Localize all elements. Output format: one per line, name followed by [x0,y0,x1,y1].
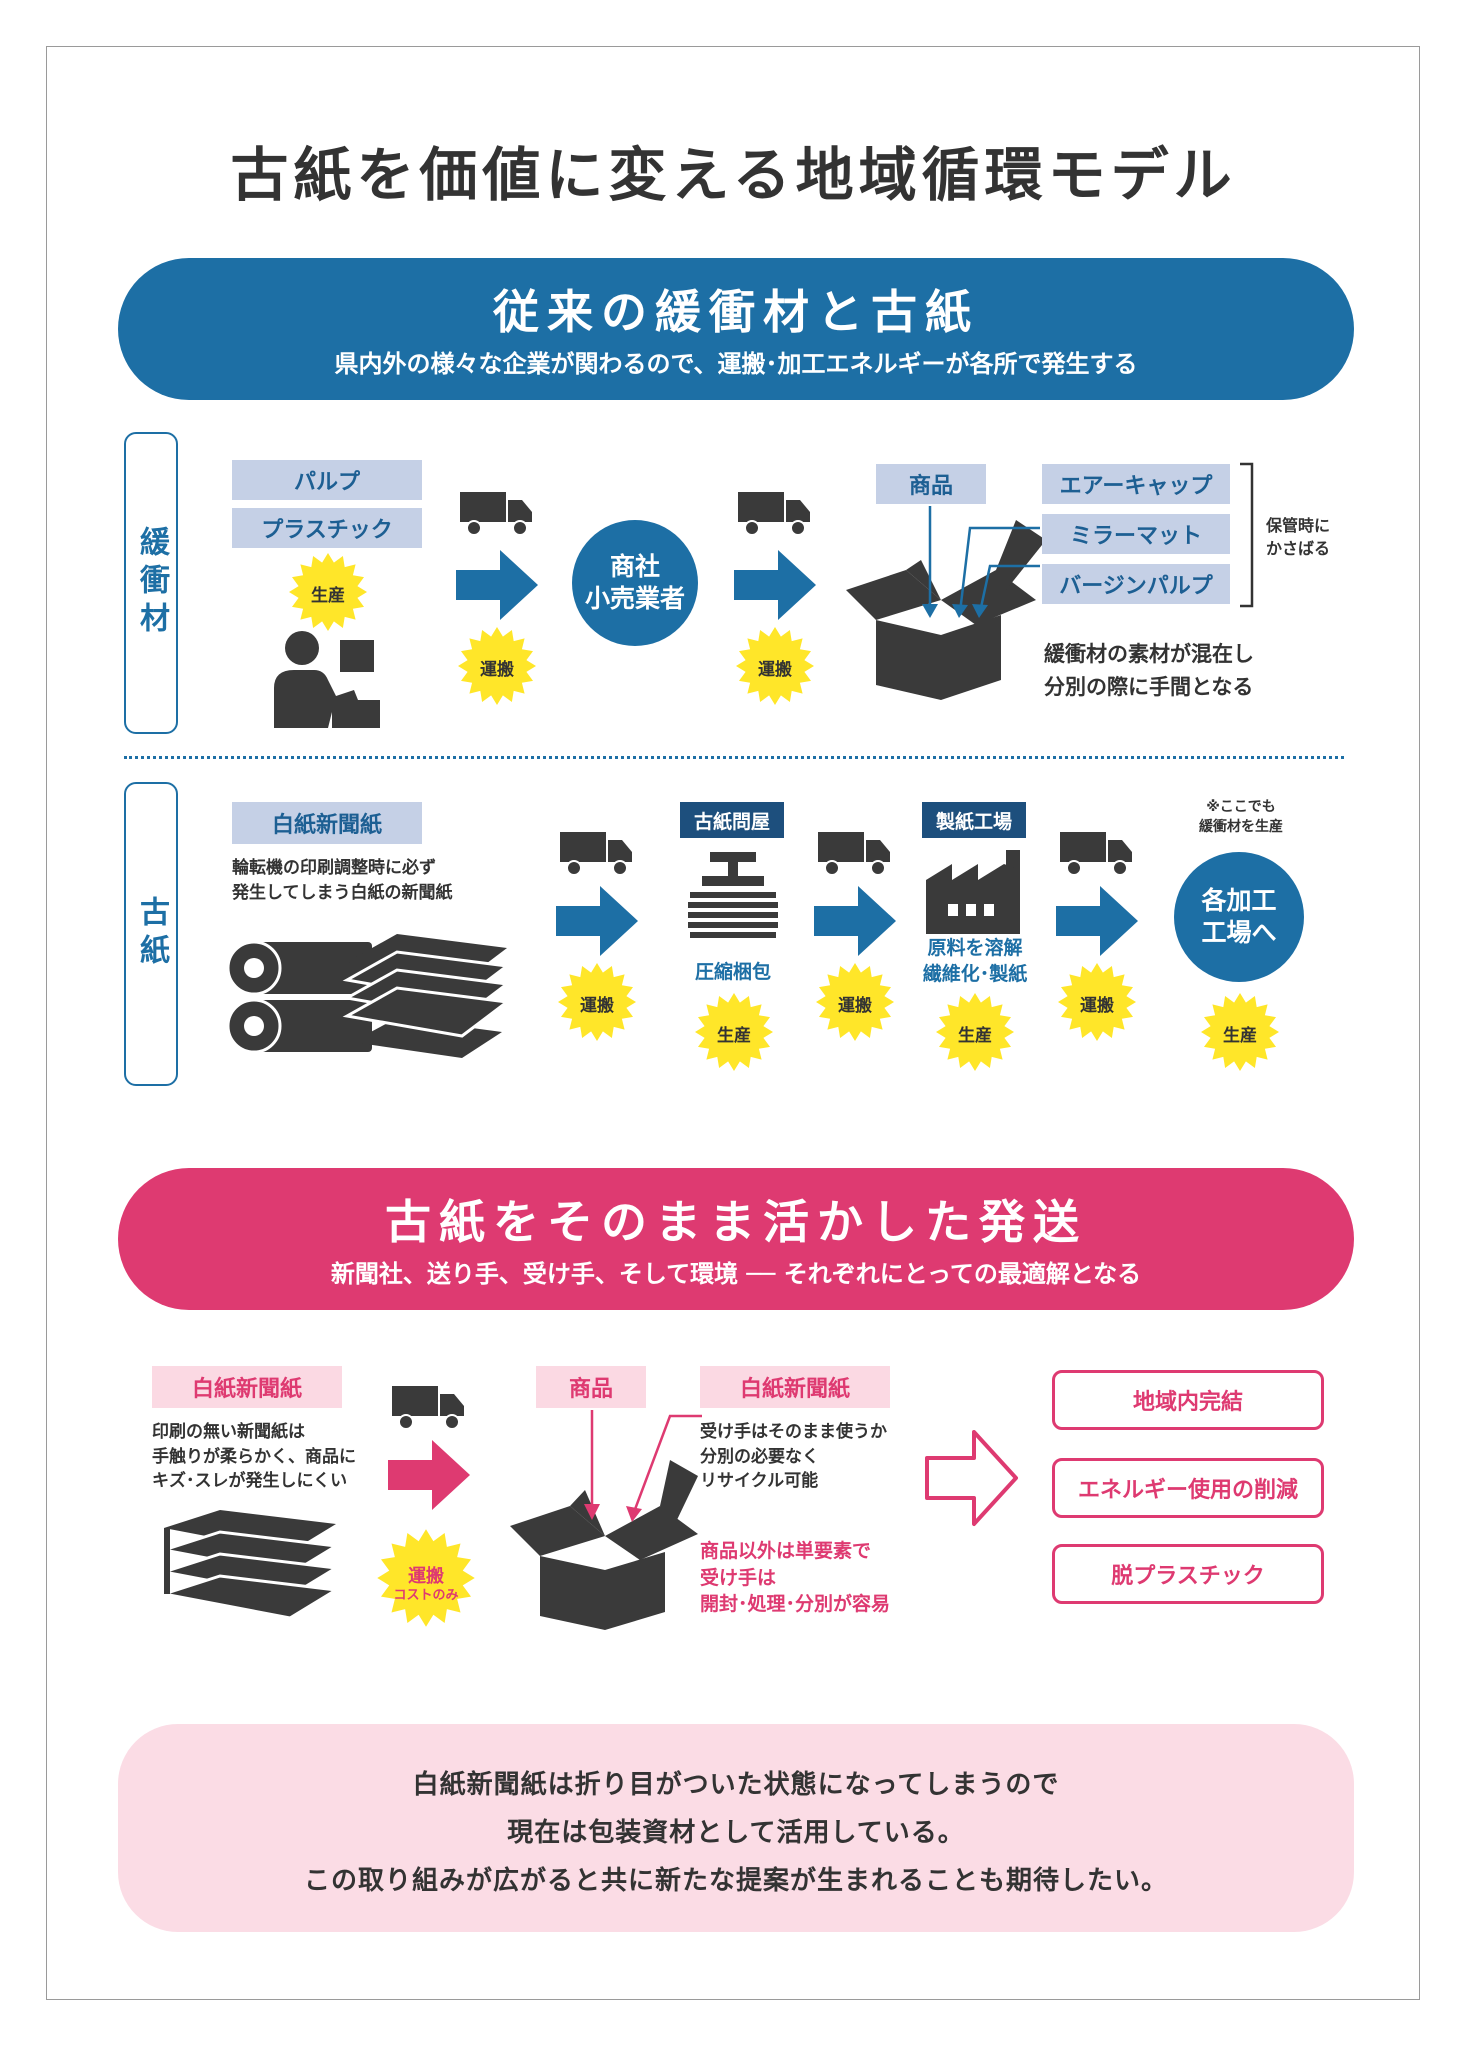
starburst-icon [558,963,636,1041]
newsprint-softness-note: 印刷の無い新聞紙は 手触りが柔らかく、商品に キズ･スレが発生しにくい [152,1422,356,1492]
section-banner-reuse: 古紙をそのまま活かした発送 新聞社、送り手、受け手、そして環境 ── それぞれに… [118,1168,1354,1310]
closing-line-3: この取り組みが広がると共に新たな提案が生まれることも期待したい。 [303,1866,1168,1896]
arrow-right-icon [814,886,896,956]
factory-icon [926,850,1020,934]
factory-note: ※ここでも 緩衝材を生産 [1199,799,1283,835]
product-label: 商品 [876,464,986,504]
bracket [1240,462,1254,608]
page-frame [46,46,1420,2000]
cushion-item-virgin-pulp: バージンパルプ [1042,564,1230,604]
wholesaler-label: 古紙問屋 [680,802,784,838]
paper-mill-label: 製紙工場 [922,802,1026,838]
outcome-plastic-free: 脱プラスチック [1052,1544,1324,1604]
section-subtitle: 県内外の様々な企業が関わるので、運搬･加工エネルギーが各所で発生する [334,350,1138,378]
truck-icon [818,832,890,876]
storage-note: 保管時に かさばる [1266,516,1331,559]
material-label-plastic: プラスチック [232,508,422,548]
produce-badge: 生産 [935,992,1015,1072]
truck-icon [560,832,632,876]
transport-cost-only-badge: 運搬 コストのみ [376,1528,476,1628]
wholesaler-note: 圧縮梱包 [694,961,771,983]
truck-icon [738,492,810,536]
closing-message-box [118,1724,1354,1932]
closing-line-2: 現在は包装資材として活用している。 [507,1818,965,1848]
pointer-lines [584,1410,702,1522]
section-subtitle: 新聞社、送り手、受け手、そして環境 ── それぞれにとっての最適解となる [330,1260,1142,1288]
pointer-lines [922,506,1040,618]
starburst-icon [736,627,814,705]
single-material-note: 商品以外は単要素で 受け手は 開封･処理･分別が容易 [700,1540,891,1616]
transport-badge: 運搬 [735,626,815,706]
section-banner-conventional: 従来の緩衝材と古紙 県内外の様々な企業が関わるので、運搬･加工エネルギーが各所で… [118,258,1354,400]
produce-badge: 生産 [288,552,368,632]
transport-badge: 運搬 [815,962,895,1042]
side-label-waste-paper: 古紙 [124,782,178,1086]
newspaper-stack-icon [163,1510,341,1620]
newsprint-label: 白紙新聞紙 [152,1366,342,1408]
page-title: 古紙を価値に変える地域循環モデル [230,141,1237,209]
transport-badge: 運搬 [457,626,537,706]
worker-at-desk-icon [274,631,380,728]
cushion-item-bubblewrap: エアーキャップ [1042,464,1230,504]
newsprint-label-2: 白紙新聞紙 [700,1366,890,1408]
section-title: 従来の緩衝材と古紙 [493,285,979,339]
processing-factories-circle: 各加工 工場へ [1174,852,1304,982]
produce-badge: 生産 [1200,992,1280,1072]
newsprint-label: 白紙新聞紙 [232,802,422,844]
starburst-icon [1058,963,1136,1041]
outcome-energy-reduction: エネルギー使用の削減 [1052,1458,1324,1518]
arrow-right-icon [1056,886,1138,956]
side-label-cushion: 緩衝材 [124,432,178,734]
starburst-icon [936,993,1014,1071]
starburst-icon [289,553,367,631]
compressed-bale-icon [688,852,778,938]
arrow-right-icon [388,1440,470,1510]
outline-arrow-right-icon [925,1430,1018,1526]
outcome-local-closure: 地域内完結 [1052,1370,1324,1430]
transport-badge: 運搬 [557,962,637,1042]
truck-icon [460,492,532,536]
closing-line-1: 白紙新聞紙は折り目がついた状態になってしまうので [412,1770,1060,1800]
paper-mill-note: 原料を溶解 繊維化･製紙 [922,937,1028,985]
arrow-right-icon [456,550,538,620]
material-label-pulp: パルプ [232,460,422,500]
arrow-right-icon [556,886,638,956]
starburst-icon [458,627,536,705]
receiver-recycling-note: 受け手はそのまま使うか 分別の必要なく リサイクル可能 [700,1422,887,1492]
section-title: 古紙をそのまま活かした発送 [385,1195,1087,1249]
truck-icon [1060,832,1132,876]
open-box-icon [846,520,1046,700]
open-box-icon [510,1460,698,1630]
truck-icon [392,1386,464,1430]
arrow-right-icon [734,550,816,620]
trader-retailer-circle: 商社 小売業者 [572,520,698,646]
starburst-icon [377,1529,475,1627]
cushion-item-foam-sheet: ミラーマット [1042,514,1230,554]
newsprint-note: 輪転機の印刷調整時に必ず 発生してしまう白紙の新聞紙 [232,858,453,903]
paper-rolls-and-stacks-icon [226,934,511,1058]
starburst-icon [695,993,773,1071]
section-divider [124,756,1344,759]
transport-badge: 運搬 [1057,962,1137,1042]
starburst-icon [1201,993,1279,1071]
mixed-materials-note: 緩衝材の素材が混在し 分別の際に手間となる [1044,642,1254,699]
starburst-icon [816,963,894,1041]
produce-badge: 生産 [694,992,774,1072]
product-label: 商品 [536,1366,646,1408]
